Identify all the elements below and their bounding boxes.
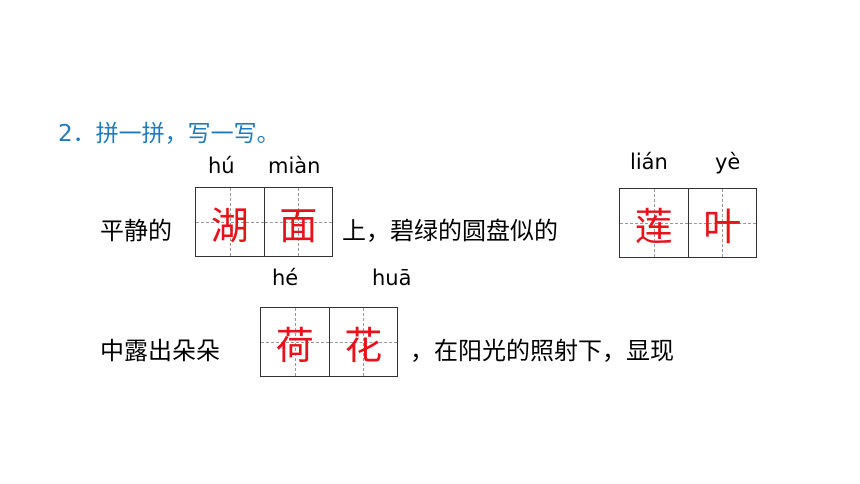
line2-suffix: ，在阳光的照射下，显现	[410, 337, 674, 365]
answer-char-ye: 叶	[703, 204, 742, 249]
line1-middle: 上，碧绿的圆盘似的	[342, 217, 558, 245]
pinyin-hua: huā	[372, 266, 412, 290]
line1-prefix: 平静的	[100, 217, 172, 245]
grid-cell: 面	[264, 188, 333, 256]
grid-cell: 湖	[196, 188, 265, 256]
grid-cell: 莲	[620, 189, 689, 257]
grid-cell: 叶	[688, 189, 757, 257]
answer-char-mian: 面	[279, 203, 318, 248]
writing-box-humian: 湖 面	[195, 187, 333, 257]
grid-cell: 花	[329, 308, 398, 376]
pinyin-mian: miàn	[268, 154, 321, 178]
answer-char-lian: 莲	[634, 204, 673, 249]
exercise-title: 2．拼一拼，写一写。	[58, 121, 280, 147]
grid-cell: 荷	[261, 308, 330, 376]
pinyin-hu: hú	[208, 154, 235, 178]
pinyin-ye: yè	[715, 150, 741, 174]
answer-char-hua: 花	[344, 323, 383, 368]
answer-char-hu: 湖	[210, 203, 249, 248]
pinyin-lian: lián	[630, 150, 668, 174]
line2-prefix: 中露出朵朵	[100, 337, 220, 365]
pinyin-he: hé	[272, 266, 299, 290]
answer-char-he: 荷	[275, 323, 314, 368]
writing-box-hehua: 荷 花	[260, 307, 398, 377]
writing-box-lianye: 莲 叶	[619, 188, 757, 258]
